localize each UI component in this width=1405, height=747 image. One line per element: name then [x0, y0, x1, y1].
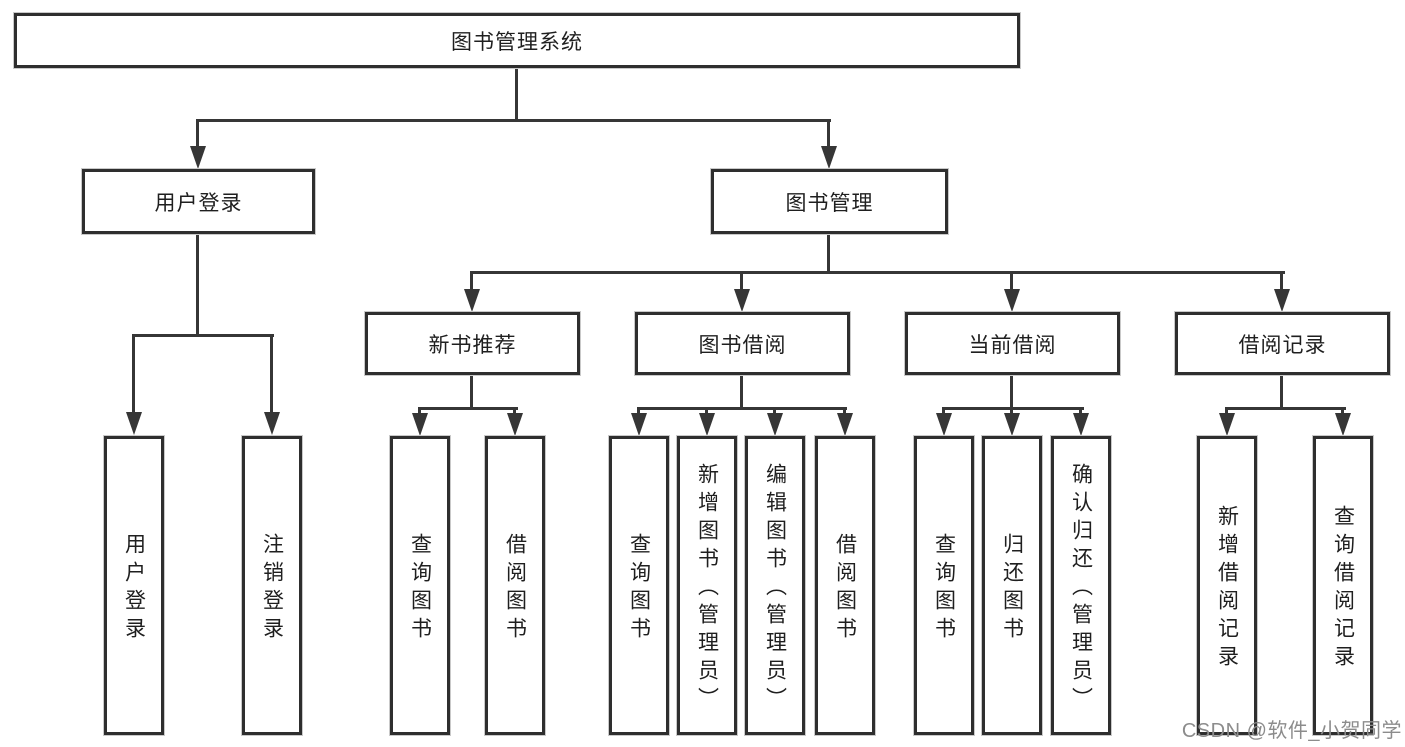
connector-line	[740, 271, 743, 289]
arrow-down-icon	[734, 289, 750, 312]
connector-line	[942, 407, 1084, 410]
arrow-down-icon	[699, 413, 715, 436]
connector-line	[270, 334, 273, 412]
arrow-down-icon	[264, 412, 280, 435]
connector-line	[827, 234, 830, 274]
connector-line	[740, 375, 743, 409]
connector-line	[773, 407, 776, 415]
connector-line	[196, 234, 199, 336]
connector-line	[827, 119, 830, 146]
connector-line	[470, 375, 473, 409]
connector-line	[1280, 375, 1283, 409]
connector-line	[637, 407, 847, 410]
arrow-down-icon	[507, 413, 523, 436]
connector-line	[1341, 407, 1344, 415]
arrow-down-icon	[767, 413, 783, 436]
connector-line	[1225, 407, 1346, 410]
connector-line	[1225, 407, 1228, 415]
leaf-logout: 注销登录	[242, 436, 302, 735]
connector-line	[196, 119, 831, 122]
leaf-borrow-books: 借阅图书	[815, 436, 875, 735]
leaf-query-books: 查询图书	[609, 436, 669, 735]
connector-line	[470, 271, 1285, 274]
connector-line	[1010, 271, 1013, 289]
arrow-down-icon	[631, 413, 647, 436]
leaf-return-books: 归还图书	[982, 436, 1042, 735]
node-current-borrowing: 当前借阅	[905, 312, 1120, 375]
arrow-down-icon	[1004, 413, 1020, 436]
connector-line	[513, 407, 516, 415]
connector-line	[132, 334, 274, 337]
node-new-book-recommendation: 新书推荐	[365, 312, 580, 375]
leaf-add-books-admin: 新增图书（管理员）	[677, 436, 737, 735]
connector-line	[637, 407, 640, 415]
connector-line	[196, 119, 199, 146]
connector-line	[1010, 375, 1013, 409]
arrow-down-icon	[1274, 289, 1290, 312]
arrow-down-icon	[1004, 289, 1020, 312]
leaf-query-books: 查询图书	[390, 436, 450, 735]
connector-line	[1010, 407, 1013, 415]
leaf-edit-books-admin: 编辑图书（管理员）	[745, 436, 805, 735]
arrow-down-icon	[1073, 413, 1089, 436]
connector-line	[1079, 407, 1082, 415]
connector-line	[418, 407, 421, 415]
arrow-down-icon	[190, 146, 206, 169]
connector-line	[1280, 271, 1283, 289]
leaf-borrow-books: 借阅图书	[485, 436, 545, 735]
leaf-query-books: 查询图书	[914, 436, 974, 735]
connector-line	[418, 407, 518, 410]
arrow-down-icon	[1219, 413, 1235, 436]
connector-line	[132, 334, 135, 412]
node-library-system: 图书管理系统	[14, 13, 1020, 68]
csdn-watermark: CSDN @软件_小贺同学	[1181, 720, 1402, 742]
leaf-user-login: 用户登录	[104, 436, 164, 735]
arrow-down-icon	[837, 413, 853, 436]
leaf-confirm-return-admin: 确认归还（管理员）	[1051, 436, 1111, 735]
node-user-login: 用户登录	[82, 169, 315, 234]
connector-line	[515, 68, 518, 121]
connector-line	[942, 407, 945, 415]
leaf-add-borrow-record: 新增借阅记录	[1197, 436, 1257, 735]
arrow-down-icon	[464, 289, 480, 312]
arrow-down-icon	[126, 412, 142, 435]
leaf-query-borrow-record: 查询借阅记录	[1313, 436, 1373, 735]
arrow-down-icon	[412, 413, 428, 436]
connector-line	[843, 407, 846, 415]
arrow-down-icon	[821, 146, 837, 169]
connector-line	[705, 407, 708, 415]
node-book-management: 图书管理	[711, 169, 948, 234]
node-borrowing-records: 借阅记录	[1175, 312, 1390, 375]
arrow-down-icon	[936, 413, 952, 436]
node-book-borrowing: 图书借阅	[635, 312, 850, 375]
arrow-down-icon	[1335, 413, 1351, 436]
connector-line	[470, 271, 473, 289]
